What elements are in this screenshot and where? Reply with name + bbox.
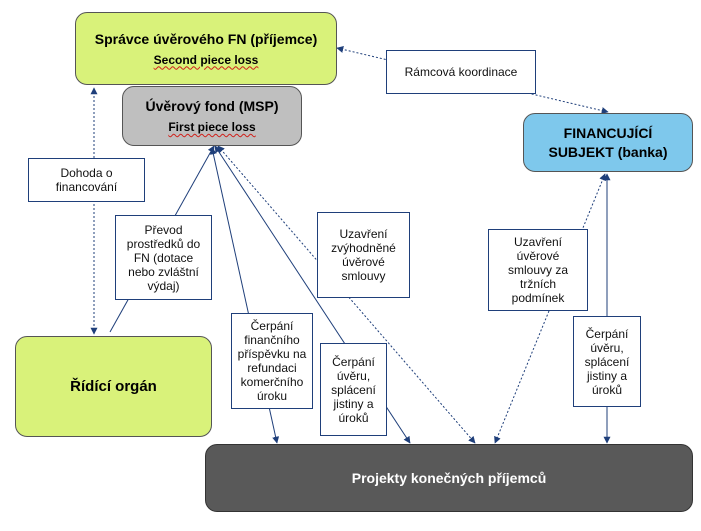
label-ramcova-koordinace: Rámcová koordinace	[386, 50, 536, 94]
connector-spravce-banka	[336, 46, 609, 114]
node-spravce-title: Správce úvěrového FN (příjemce)	[94, 30, 318, 47]
node-ridici-title: Řídící orgán	[70, 378, 157, 395]
label-ramcova-koordinace-text: Rámcová koordinace	[404, 65, 518, 79]
label-cerpani-prispevku-text: Čerpání finančního příspěvku na refundac…	[237, 319, 307, 403]
label-dohoda-text: Dohoda o financování	[55, 166, 118, 194]
label-uzavreni-trzni: Uzavření úvěrové smlouvy za tržních podm…	[488, 229, 588, 311]
node-projekty-title: Projekty konečných příjemců	[351, 470, 547, 486]
label-cerpani-uveru-banka-text: Čerpání úvěru, splácení jistiny a úroků	[584, 326, 630, 397]
node-ridici: Řídící orgán	[15, 336, 212, 437]
label-cerpani-uveru-banka: Čerpání úvěru, splácení jistiny a úroků	[573, 316, 641, 407]
node-spravce: Správce úvěrového FN (příjemce) Second p…	[75, 12, 337, 85]
node-banka: FINANCUJÍCÍ SUBJEKT (banka)	[523, 113, 693, 172]
label-uzavreni-trzni-text: Uzavření úvěrové smlouvy za tržních podm…	[507, 235, 569, 305]
label-prevod-text: Převod prostředků do FN (dotace nebo zvl…	[126, 222, 201, 293]
label-cerpani-prispevku: Čerpání finančního příspěvku na refundac…	[231, 313, 313, 409]
node-banka-title: FINANCUJÍCÍ SUBJEKT (banka)	[548, 124, 668, 160]
label-uzavreni-zvyhodnene: Uzavření zvýhodněné úvěrové smlouvy	[317, 212, 410, 298]
label-uzavreni-zvyhodnene-text: Uzavření zvýhodněné úvěrové smlouvy	[331, 227, 396, 283]
label-cerpani-uveru-fond-text: Čerpání úvěru, splácení jistiny a úroků	[331, 354, 376, 425]
label-cerpani-uveru-fond: Čerpání úvěru, splácení jistiny a úroků	[320, 343, 387, 436]
node-fond-title: Úvěrový fond (MSP)	[145, 98, 279, 114]
node-fond: Úvěrový fond (MSP) First piece loss	[122, 86, 302, 146]
node-fond-subtitle: First piece loss	[168, 120, 256, 134]
node-spravce-subtitle: Second piece loss	[153, 52, 259, 67]
node-projekty: Projekty konečných příjemců	[205, 444, 693, 512]
label-dohoda: Dohoda o financování	[28, 158, 145, 202]
label-prevod: Převod prostředků do FN (dotace nebo zvl…	[115, 215, 212, 300]
